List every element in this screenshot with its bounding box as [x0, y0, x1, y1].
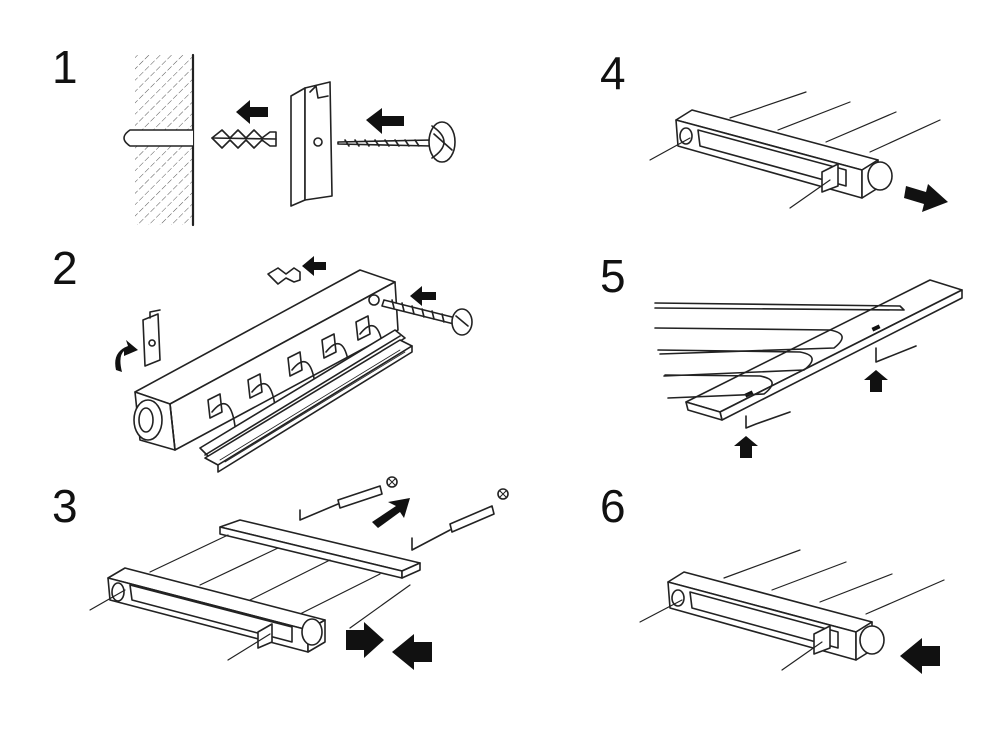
wall-plug-icon [211, 129, 277, 149]
step-5-illustration [654, 279, 963, 458]
arrow-icon [346, 622, 384, 658]
screw-icon [381, 299, 473, 336]
arrow-icon [302, 256, 326, 276]
arrow-icon [392, 634, 432, 670]
arrow-icon [236, 100, 268, 124]
step-number-2: 2 [52, 242, 78, 294]
step-2-illustration [115, 256, 473, 473]
screw-icon [337, 121, 456, 163]
step-3-illustration [89, 476, 509, 670]
step-number-6: 6 [600, 480, 626, 532]
arrow-icon [864, 370, 888, 392]
step-number-4: 4 [600, 47, 626, 99]
arrow-icon [372, 498, 410, 528]
towel-rack-icon [133, 269, 406, 459]
mounting-bracket-icon [142, 309, 161, 367]
hook-with-plug-left [299, 476, 398, 521]
rack-rail [685, 279, 963, 421]
arrow-icon [734, 436, 758, 458]
step-1-illustration [123, 53, 456, 227]
arrow-icon [410, 286, 436, 306]
step-number-5: 5 [600, 250, 626, 302]
step-number-3: 3 [52, 480, 78, 532]
towel-rack-icon [89, 534, 411, 661]
arrow-icon [366, 108, 404, 134]
step-6-illustration [639, 549, 945, 674]
wood-strip [219, 519, 421, 579]
hook-icon [745, 345, 917, 429]
step-number-1: 1 [52, 41, 78, 93]
arrow-icon [900, 638, 940, 674]
wood-strip [204, 339, 413, 473]
hook-with-plug-right [411, 488, 509, 551]
arrow-icon [904, 184, 948, 212]
towel-rack-icon [654, 302, 905, 399]
mounting-bracket-icon [290, 81, 333, 207]
wall-plug-icon [267, 267, 301, 285]
towel-rack-icon [639, 549, 945, 671]
step-4-illustration [649, 91, 948, 212]
towel-rack-icon [649, 91, 941, 209]
wall-hole [123, 129, 194, 147]
rotate-arrow-icon [115, 340, 138, 372]
